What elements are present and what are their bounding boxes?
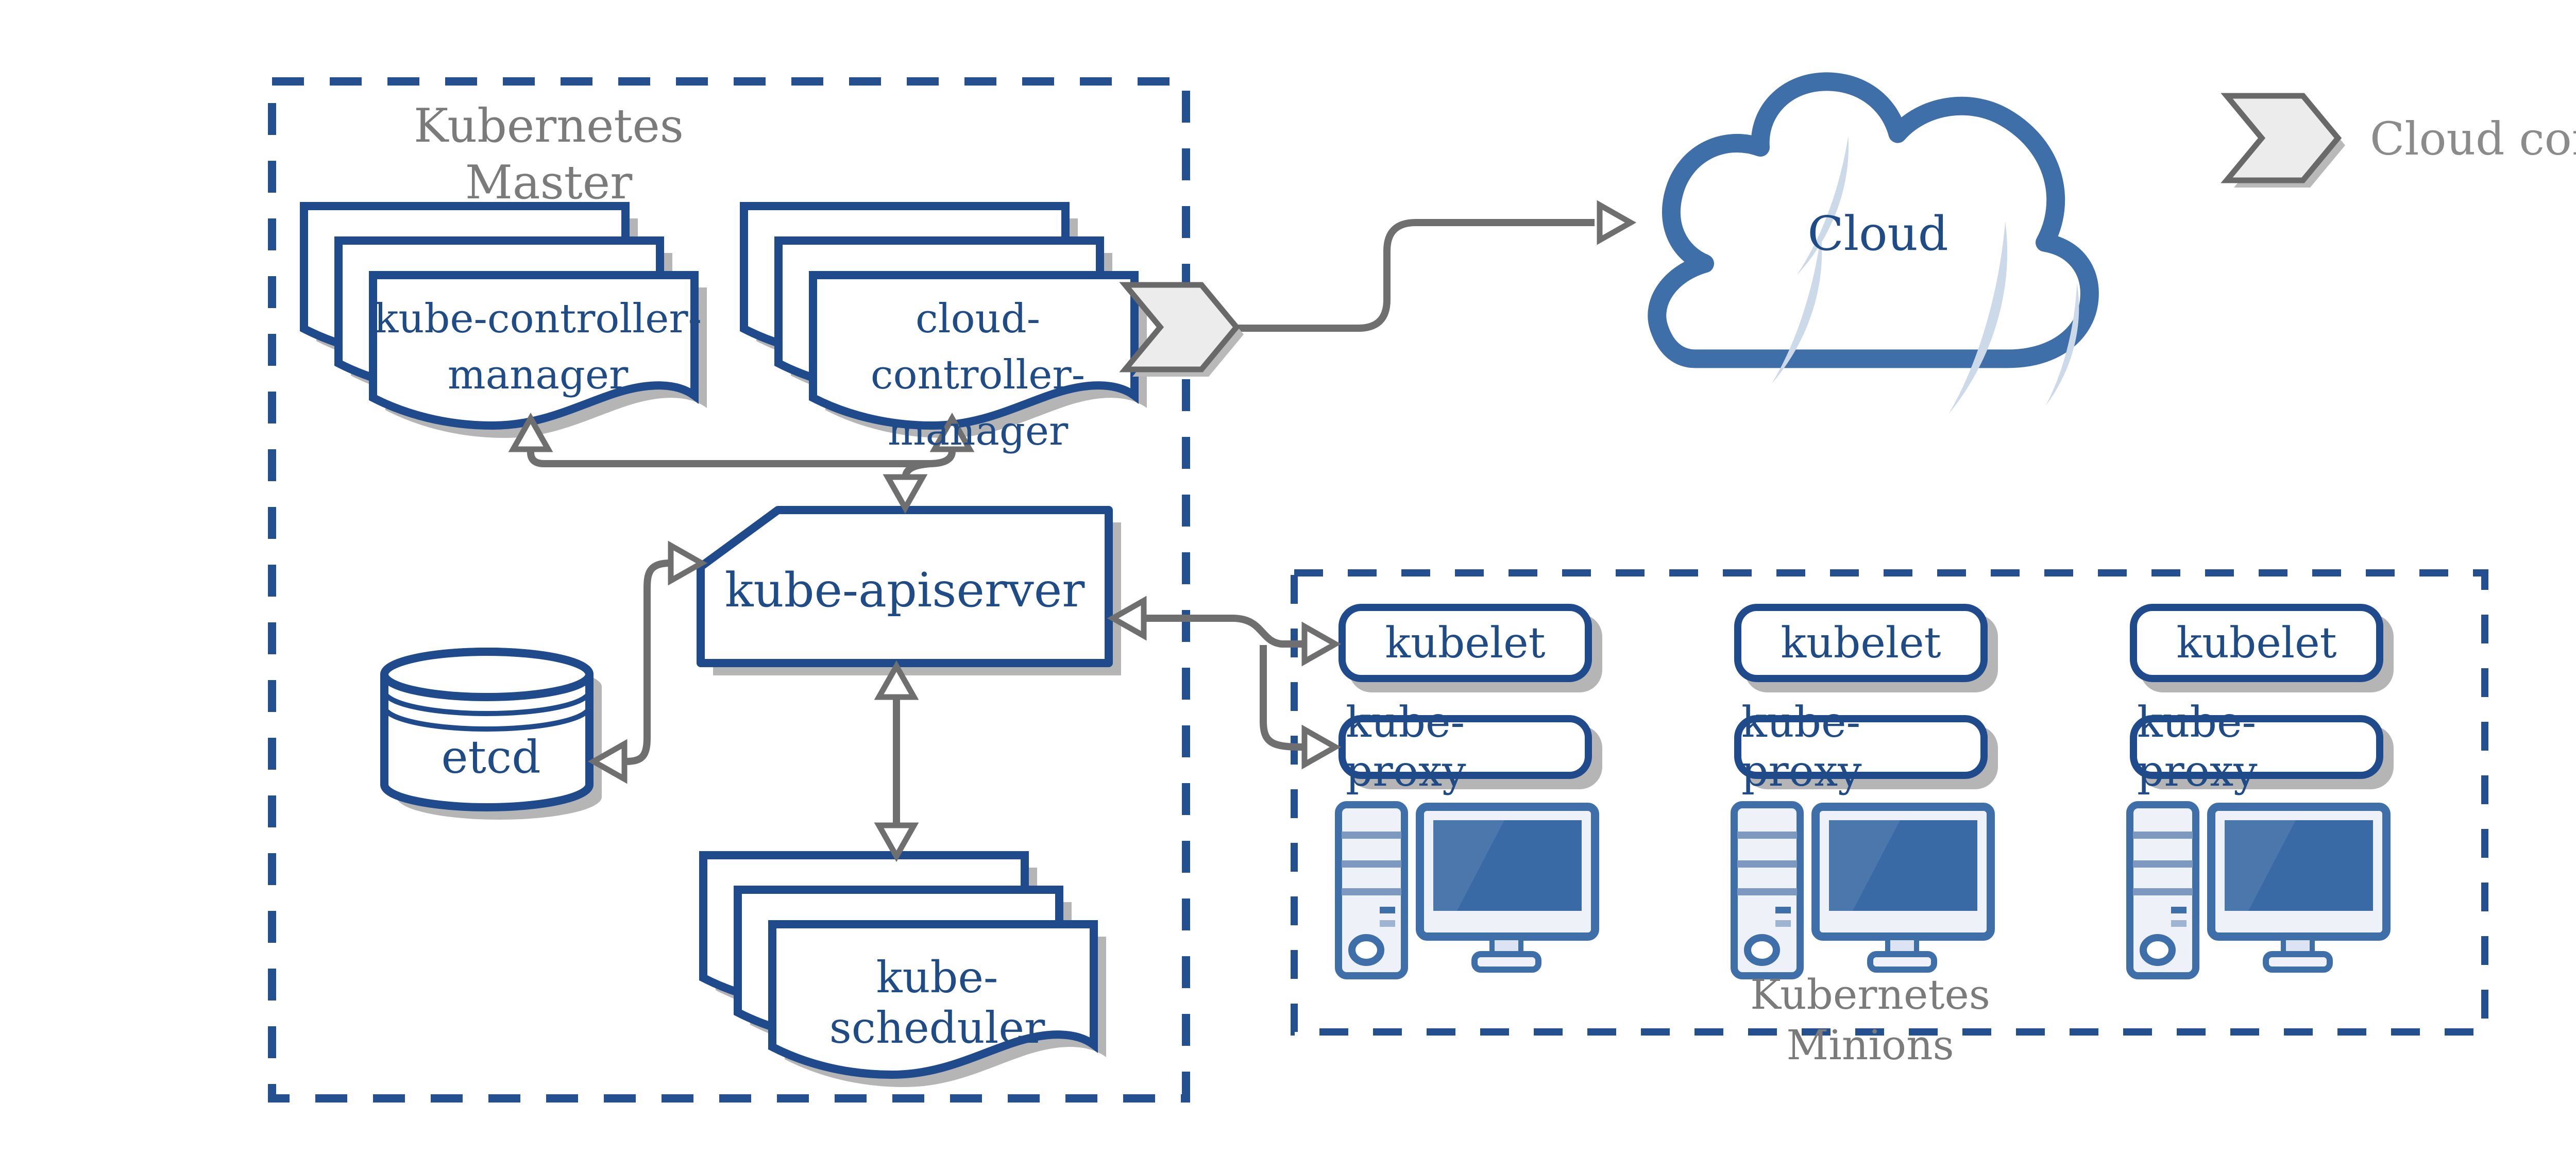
arrow-apiserver-kubelet <box>1145 615 1303 648</box>
kubelet-label: kubelet <box>1385 618 1546 668</box>
etcd-database-icon <box>380 648 602 820</box>
kubelet-box-node1: kubelet <box>1338 604 1592 682</box>
arrowhead-right-kubeproxy <box>1301 724 1342 770</box>
cloud-controller-manager-label: cloud-controller- manager <box>870 296 1086 455</box>
kube-scheduler-doc-stack-icon <box>699 851 1106 1087</box>
minions-title-line2: Minions <box>1786 1021 1954 1069</box>
kube-proxy-box-node3: kube-proxy <box>2130 698 2383 796</box>
kubelet-box-node2: kubelet <box>1734 604 1988 682</box>
arrowhead-right-apiserver-left <box>668 540 708 586</box>
arrow-apiserver-etcd <box>625 559 670 765</box>
arrow-ccm-to-cloud <box>1236 219 1595 332</box>
master-title-line1: Kubernetes <box>414 99 684 153</box>
legend-cloud-connector-icon <box>2221 93 2345 188</box>
master-group-border <box>268 77 1190 1103</box>
minions-group-border <box>1291 569 2488 1036</box>
kube-proxy-box-node2: kube-proxy <box>1734 698 1988 796</box>
arrowhead-down-apiserver-top <box>883 474 928 514</box>
arrow-apiserver-kubeproxy <box>1260 645 1304 751</box>
kube-proxy-label: kube-proxy <box>1346 698 1466 796</box>
kube-proxy-box-node1: kube-proxy <box>1338 698 1592 796</box>
arrow-controllers-to-apiserver <box>527 448 956 467</box>
computer-icon-node3 <box>2126 801 2391 979</box>
arrowhead-right-cloud <box>1597 200 1637 245</box>
cloud-connector-chevron-icon <box>1119 282 1244 377</box>
kube-controller-manager-label: kube-controller- manager <box>374 296 702 399</box>
cloud-label: Cloud <box>1807 206 1948 261</box>
computer-icon-node1 <box>1335 801 1599 979</box>
arrowhead-left-apiserver-right <box>1107 596 1147 641</box>
kube-proxy-label: kube-proxy <box>2137 698 2258 796</box>
etcd-label: etcd <box>441 731 541 784</box>
kube-scheduler-label: kube-scheduler <box>829 952 1045 1053</box>
master-group-title: Kubernetes Master <box>291 98 806 211</box>
kubelet-box-node3: kubelet <box>2130 604 2383 682</box>
kube-proxy-label: kube-proxy <box>1741 698 1862 796</box>
master-title-line2: Master <box>465 155 633 210</box>
arrowhead-right-kubelet <box>1301 621 1342 667</box>
arrowhead-left-etcd <box>587 739 628 784</box>
kube-controller-manager-doc-stack-icon <box>300 202 707 438</box>
arrowhead-up-apiserver-bottom <box>874 660 919 700</box>
kube-apiserver-label: kube-apiserver <box>724 563 1085 618</box>
legend-cloud-connector-label: Cloud connector <box>2370 112 2576 165</box>
kube-apiserver-card-icon <box>697 506 1121 675</box>
minions-group-title: Kubernetes Minions <box>1638 970 2102 1070</box>
arrowhead-down-scheduler <box>874 822 919 862</box>
cloud-controller-manager-doc-stack-icon <box>740 202 1147 438</box>
cloud-icon <box>1648 72 2099 414</box>
kubelet-label: kubelet <box>1781 618 1941 668</box>
arrowhead-up-ccm <box>929 412 975 452</box>
computer-icon-node2 <box>1731 801 1995 979</box>
arrowhead-up-kcm <box>508 412 553 452</box>
kubelet-label: kubelet <box>2176 618 2337 668</box>
minions-title-line1: Kubernetes <box>1750 971 1990 1019</box>
